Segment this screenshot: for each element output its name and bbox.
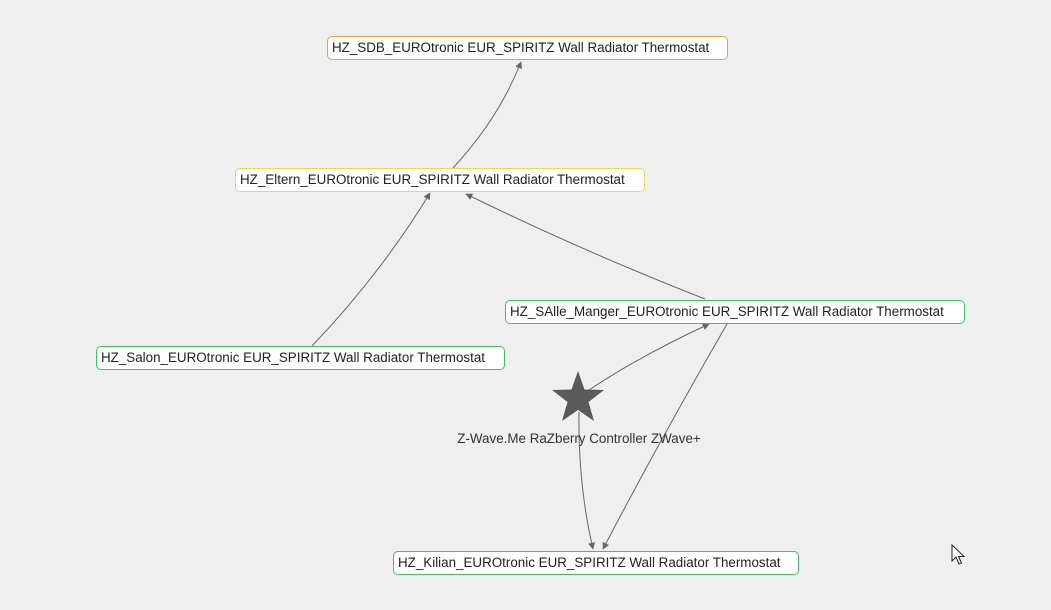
edge-salon-to-eltern bbox=[311, 192, 431, 347]
edge-salle-manger-to-kilian bbox=[602, 323, 728, 550]
controller-node[interactable] bbox=[549, 369, 607, 425]
node-hz-sdb[interactable]: HZ_SDB_EUROtronic EUR_SPIRITZ Wall Radia… bbox=[327, 36, 728, 60]
edge-salle-manger-to-eltern bbox=[465, 193, 706, 300]
mouse-pointer-icon bbox=[951, 544, 965, 565]
star-icon bbox=[552, 371, 604, 421]
controller-label: Z-Wave.Me RaZberry Controller ZWave+ bbox=[457, 431, 701, 446]
node-hz-salle-manger[interactable]: HZ_SAlle_Manger_EUROtronic EUR_SPIRITZ W… bbox=[505, 300, 965, 324]
node-hz-eltern[interactable]: HZ_Eltern_EUROtronic EUR_SPIRITZ Wall Ra… bbox=[235, 168, 645, 192]
node-hz-kilian[interactable]: HZ_Kilian_EUROtronic EUR_SPIRITZ Wall Ra… bbox=[393, 551, 799, 575]
edge-controller-to-salle-manger bbox=[588, 323, 710, 391]
edge-controller-to-kilian bbox=[578, 411, 595, 550]
node-hz-salon[interactable]: HZ_Salon_EUROtronic EUR_SPIRITZ Wall Rad… bbox=[96, 346, 505, 370]
edge-eltern-to-sdb bbox=[451, 61, 522, 170]
